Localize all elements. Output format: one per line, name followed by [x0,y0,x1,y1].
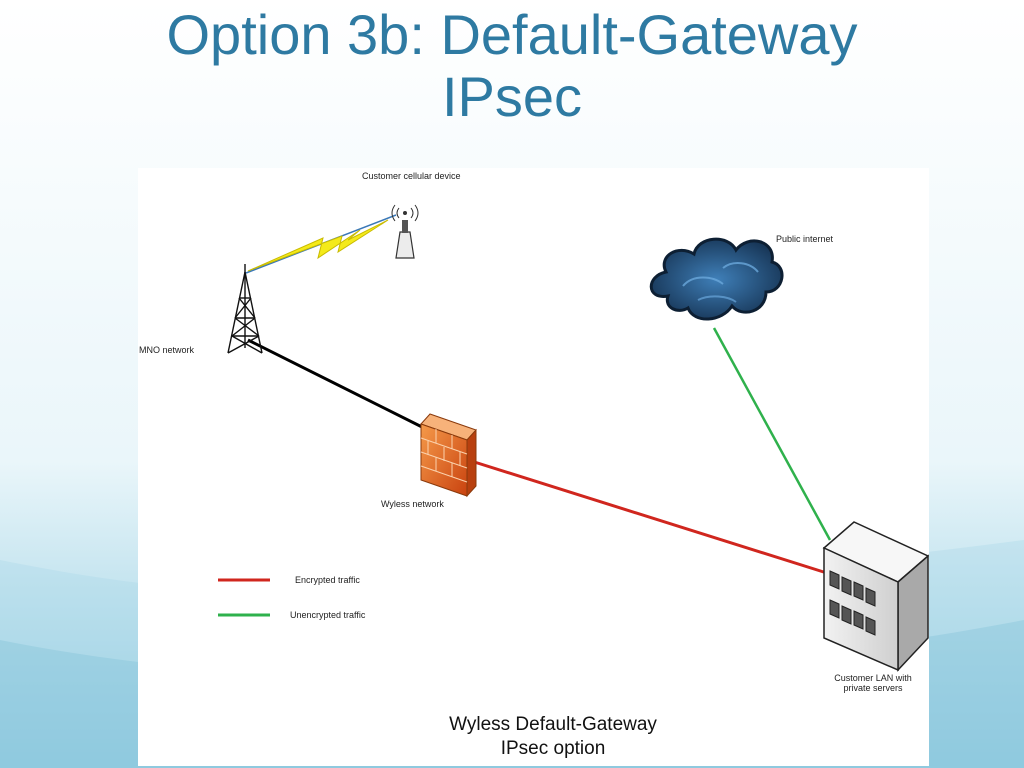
diagram-drawing [218,204,929,672]
legend-encrypted-label: Encrypted traffic [295,575,360,585]
slide-title: Option 3b: Default-Gateway IPsec [0,4,1024,128]
title-line-2: IPsec [441,65,583,128]
lightning-bolt-icon [247,219,389,272]
cell-tower-icon [227,264,263,354]
internet-label: Public internet [776,234,834,244]
legend-unencrypted-label: Unencrypted traffic [290,610,366,620]
cellular-device-icon [391,204,419,259]
encrypted-link [467,458,831,576]
building-icon [822,521,929,672]
mno-label: MNO network [139,345,195,355]
caption-line-1: Wyless Default-Gateway [449,714,657,735]
network-diagram: Customer cellular device Public internet… [138,168,929,766]
caption-line-2: IPsec option [500,738,606,759]
lan-label-line-2: private servers [843,683,903,693]
lan-label: Customer LAN with private servers [818,673,928,693]
diagram-caption: Wyless Default-Gateway IPsec option [388,713,718,761]
lan-label-line-1: Customer LAN with [834,673,912,683]
title-line-1: Option 3b: Default-Gateway [166,3,858,66]
backhaul-link [247,338,429,432]
wyless-label: Wyless network [381,499,444,509]
firewall-icon [420,413,477,498]
cloud-icon [649,237,784,321]
unencrypted-link [712,327,832,541]
device-label: Customer cellular device [362,171,461,181]
